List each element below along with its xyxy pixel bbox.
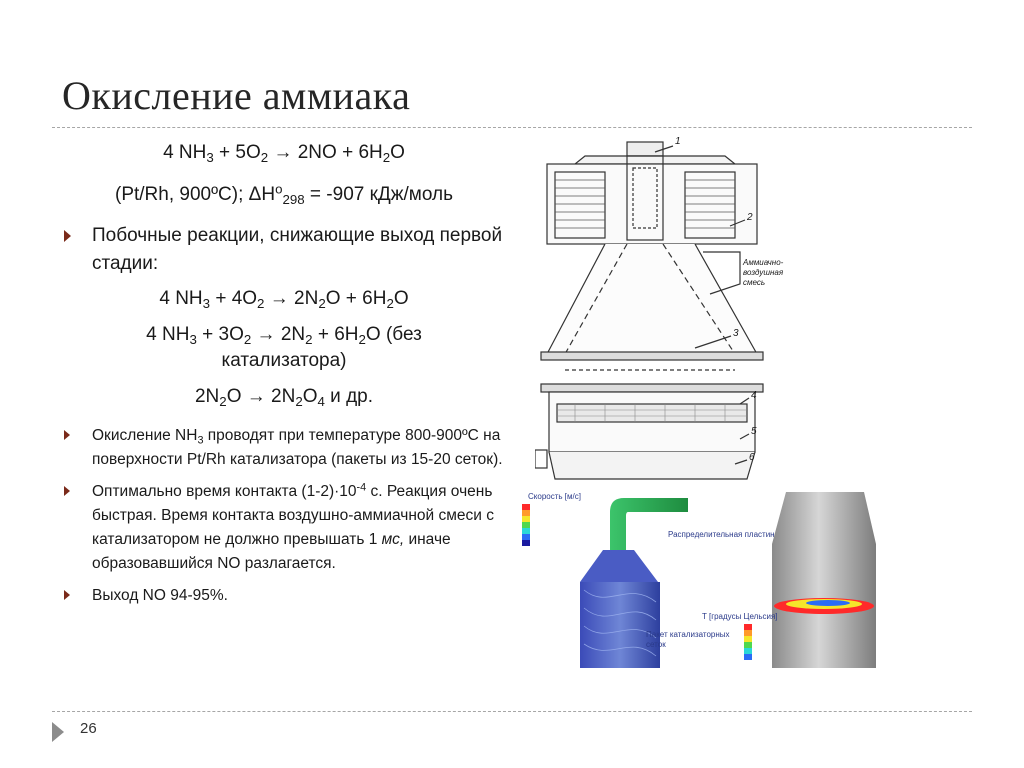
page-number: 26 <box>80 720 97 737</box>
bullet-marker-icon <box>64 430 70 440</box>
bullet-contact-time: Оптимально время контакта (1-2)·10-4 с. … <box>64 480 504 576</box>
slide-title: Окисление аммиака <box>62 73 411 118</box>
bullet-marker-icon <box>64 486 70 496</box>
callout-6: 6 <box>749 452 755 463</box>
bullet-yield: Выход NO 94-95%. <box>64 584 504 608</box>
callout-1: 1 <box>675 136 681 147</box>
reactor-drawing: 1 2 3 4 5 6 Аммиачно- воздушная смесь <box>534 134 783 494</box>
reaction-conditions: (Pt/Rh, 900ºC); ΔHo298 = -907 кДж/моль <box>115 181 453 207</box>
bullet-oxidation-conditions: Окисление NH3 проводят при температуре 8… <box>64 424 504 472</box>
callout-3: 3 <box>733 328 739 339</box>
inlet-label: Аммиачно- воздушная смесь <box>743 258 784 287</box>
nav-arrow-icon[interactable] <box>52 722 64 742</box>
footer-divider <box>52 711 972 712</box>
title-divider <box>52 127 972 128</box>
cfd-flow-image: Скорость [м/с] Распределительная пластин… <box>518 490 779 670</box>
speed-legend-title: Скорость [м/с] <box>528 492 581 501</box>
bullet-marker-icon <box>64 590 70 600</box>
callout-4: 4 <box>751 390 757 401</box>
callout-5: 5 <box>751 426 757 437</box>
slide-content: 4 NH3 + 5O2 → 2NO + 6H2O (Pt/Rh, 900ºC);… <box>64 140 504 608</box>
bullet-side-reactions: Побочные реакции, снижающие выход первой… <box>64 222 504 278</box>
equation-side-2: 4 NH3 + 3O2 → 2N2 + 6H2O (без катализато… <box>146 324 422 371</box>
distributor-plate-label: Распределительная пластина <box>668 530 780 539</box>
bullet-marker-icon <box>64 230 71 242</box>
equation-side-3: 2N2O → 2N2O4 и др. <box>194 386 374 409</box>
catalyst-pack-label: Пакет катализаторных сеток <box>646 630 730 649</box>
temperature-legend-title: T [градусы Цельсия] <box>702 612 778 621</box>
equation-main: 4 NH3 + 5O2 → 2NO + 6H2O <box>163 142 405 165</box>
callout-2: 2 <box>747 212 753 223</box>
equation-side-1: 4 NH3 + 4O2 → 2N2O + 6H2O <box>159 288 409 311</box>
cfd-temperature-image: T [градусы Цельсия] <box>700 490 880 670</box>
